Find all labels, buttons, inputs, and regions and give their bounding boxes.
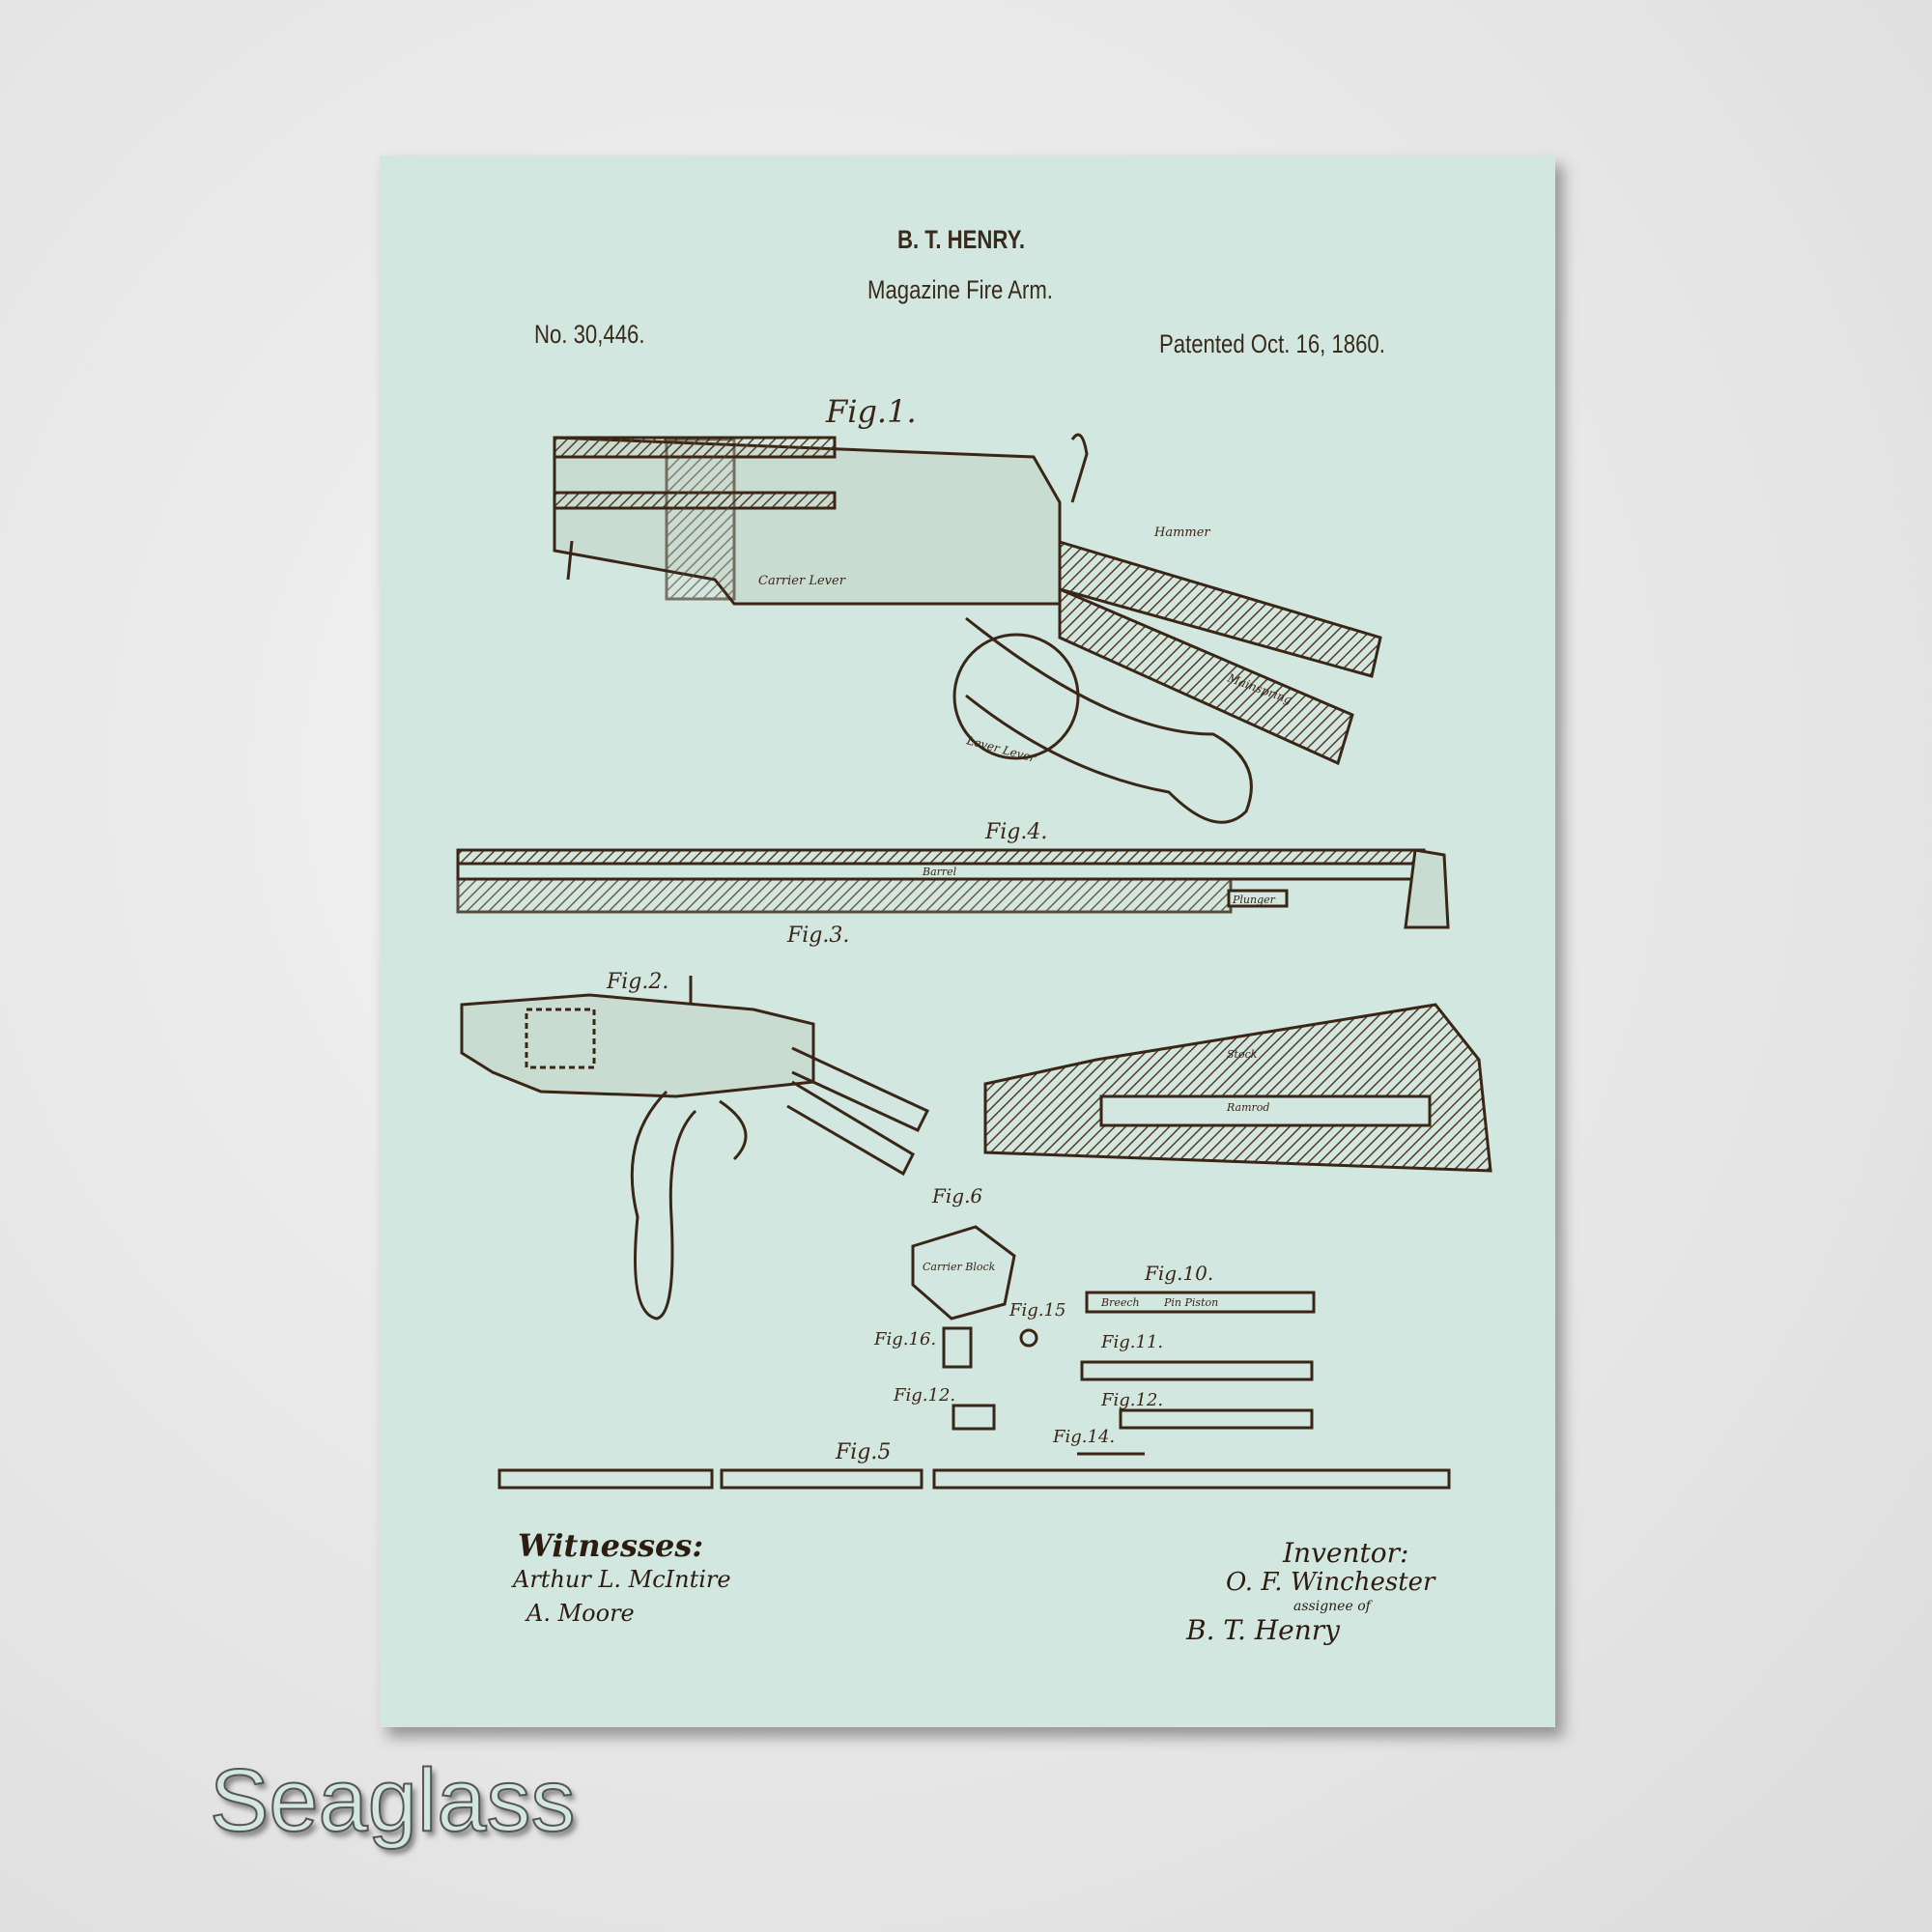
stock-drawing: Stock Ramrod: [983, 1003, 1492, 1173]
carrier-block-label: Carrier Block: [923, 1261, 996, 1273]
fig3-label: Fig.3.: [786, 923, 849, 948]
fig15-label: Fig.15: [1009, 1300, 1065, 1321]
ramrod-label: Ramrod: [1226, 1101, 1269, 1114]
inventor-heading: Inventor:: [1283, 1537, 1409, 1569]
fig1-drawing: Fig.1. Hammer Carrier Lever Mainspring L…: [553, 393, 1382, 824]
plunger-label: Plunger: [1232, 894, 1276, 906]
fig16-label: Fig.16.: [873, 1329, 936, 1350]
witnesses-heading: Witnesses:: [518, 1527, 704, 1564]
fig13-label: Fig.12.: [1100, 1390, 1163, 1410]
patent-inventor: B. T. HENRY.: [897, 225, 1026, 254]
breech-label: Breech: [1100, 1296, 1140, 1309]
inventor-2-signature: B. T. Henry: [1186, 1614, 1340, 1646]
patent-print: B. T. HENRY. Magazine Fire Arm. No. 30,4…: [380, 156, 1555, 1727]
fig2-label: Fig.2.: [606, 970, 668, 994]
fig10-label: Fig.10.: [1144, 1262, 1213, 1285]
fig5-drawing: Fig.5: [497, 1440, 1451, 1490]
fig6-label: Fig.6: [931, 1184, 982, 1208]
fig2-drawing: Fig.2.: [460, 970, 930, 1321]
fig4-label: Fig.4.: [984, 820, 1047, 844]
hammer-label: Hammer: [1153, 526, 1210, 540]
barrel-label: Barrel: [922, 866, 957, 878]
stock-label: Stock: [1227, 1048, 1258, 1061]
carrier-lever-label: Carrier Lever: [758, 574, 846, 588]
fig1-label: Fig.1.: [825, 393, 917, 430]
patent-date: Patented Oct. 16, 1860.: [1159, 329, 1385, 358]
inventor-1-signature: O. F. Winchester: [1226, 1568, 1435, 1597]
fig5-label: Fig.5: [835, 1440, 891, 1464]
pin-piston-label: Pin Piston: [1163, 1296, 1218, 1309]
patent-title: Magazine Fire Arm.: [867, 275, 1053, 304]
small-figures: Fig.6 Carrier Block Fig.10. Breech Pin P…: [873, 1184, 1316, 1456]
fig4-drawing: Fig.4. Fig.3. Barrel Plunger: [456, 820, 1450, 948]
fig12-label: Fig.12.: [893, 1385, 955, 1406]
witness-1-signature: Arthur L. McIntire: [513, 1566, 731, 1593]
colorway-label: Seaglass: [209, 1750, 576, 1851]
fig11-label: Fig.11.: [1100, 1332, 1163, 1352]
patent-drawings: Fig.1. Hammer Carrier Lever Mainspring L…: [456, 393, 1492, 1490]
witness-2-signature: A. Moore: [526, 1600, 635, 1627]
patent-number: No. 30,446.: [534, 320, 645, 349]
fig14-label: Fig.14.: [1052, 1427, 1115, 1447]
assignee-text: assignee of: [1293, 1599, 1371, 1614]
